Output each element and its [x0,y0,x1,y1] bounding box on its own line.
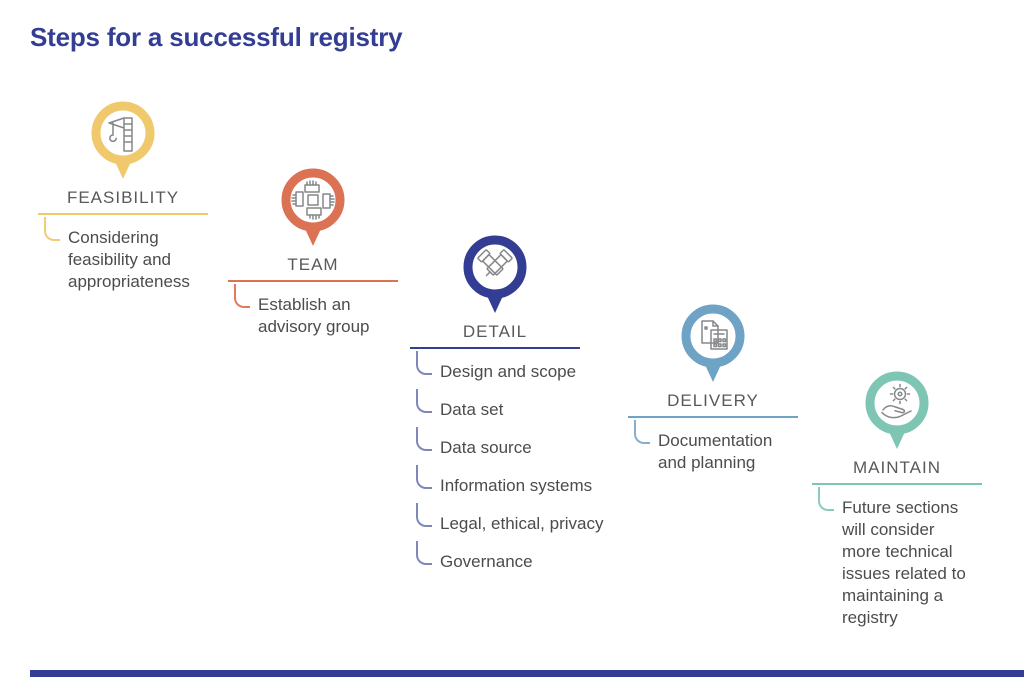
crane-icon [108,117,133,152]
list-item: Data source [410,427,580,459]
list-item: Considering feasibility and appropriaten… [38,217,208,293]
step-label-detail: DETAIL [462,322,528,341]
item-text: Documentation and planning [658,431,773,472]
step-label-team: TEAM [287,255,339,274]
team-items: Establish an advisory group [228,284,398,338]
detail-items: Design and scope Data set Data source In… [410,351,604,573]
item-text: Legal, ethical, privacy [440,514,604,533]
maintain-items: Future sections will consider more techn… [812,487,982,629]
delivery-items: Documentation and planning [628,420,798,474]
list-item: Information systems [410,465,593,497]
maintain-underline [812,483,982,485]
crossed-scopes-icon [477,249,513,277]
step-label-delivery: DELIVERY [667,391,759,410]
step-delivery: DELIVERY Documentation and planning [628,300,798,484]
delivery-underline [628,416,798,418]
item-text: Governance [440,552,533,571]
bracket-connector [416,541,432,565]
list-item: Governance [410,541,580,573]
bracket-connector [416,503,432,527]
detail-pin-marker [463,235,527,313]
step-maintain: MAINTAIN Future sections will consider m… [812,367,982,639]
item-text: Data source [440,438,532,457]
item-text: Design and scope [440,362,577,381]
bottom-accent-bar [30,670,1024,677]
item-text: Data set [440,400,504,419]
bracket-connector [416,389,432,413]
list-item: Data set [410,389,580,421]
list-item: Design and scope [410,351,580,383]
step-team: TEAM Establish an advisory group [228,164,398,348]
team-underline [228,280,398,282]
bracket-connector [416,351,432,375]
item-text: Establish an advisory group [258,295,370,336]
maintain-pin-marker [865,371,929,449]
bracket-connector [44,217,60,241]
bracket-connector [416,427,432,451]
detail-underline [410,347,580,349]
item-text: Information systems [440,476,593,495]
bracket-connector [634,420,650,444]
page-title: Steps for a successful registry [30,22,403,52]
step-label-maintain: MAINTAIN [853,458,941,477]
team-pin-marker [281,168,345,246]
item-text: Future sections will consider more techn… [842,498,966,627]
feasibility-pin-marker [91,101,155,179]
list-item: Future sections will consider more techn… [812,487,982,629]
step-detail: DETAIL Design and scope Data set Data so… [410,231,604,583]
hand-gear-icon [881,383,912,419]
step-label-feasibility: FEASIBILITY [66,188,180,207]
item-text: Considering feasibility and appropriaten… [68,228,190,291]
delivery-pin-marker [681,304,745,382]
bracket-connector [234,284,250,308]
list-item: Documentation and planning [628,420,798,474]
feasibility-underline [38,213,208,215]
teamwork-hands-icon [291,180,335,220]
feasibility-items: Considering feasibility and appropriaten… [38,217,208,293]
step-feasibility: FEASIBILITY Considering feasibility and … [38,97,208,303]
list-item: Legal, ethical, privacy [410,503,604,535]
bracket-connector [416,465,432,489]
documents-icon [701,320,728,350]
bracket-connector [818,487,834,511]
list-item: Establish an advisory group [228,284,398,338]
